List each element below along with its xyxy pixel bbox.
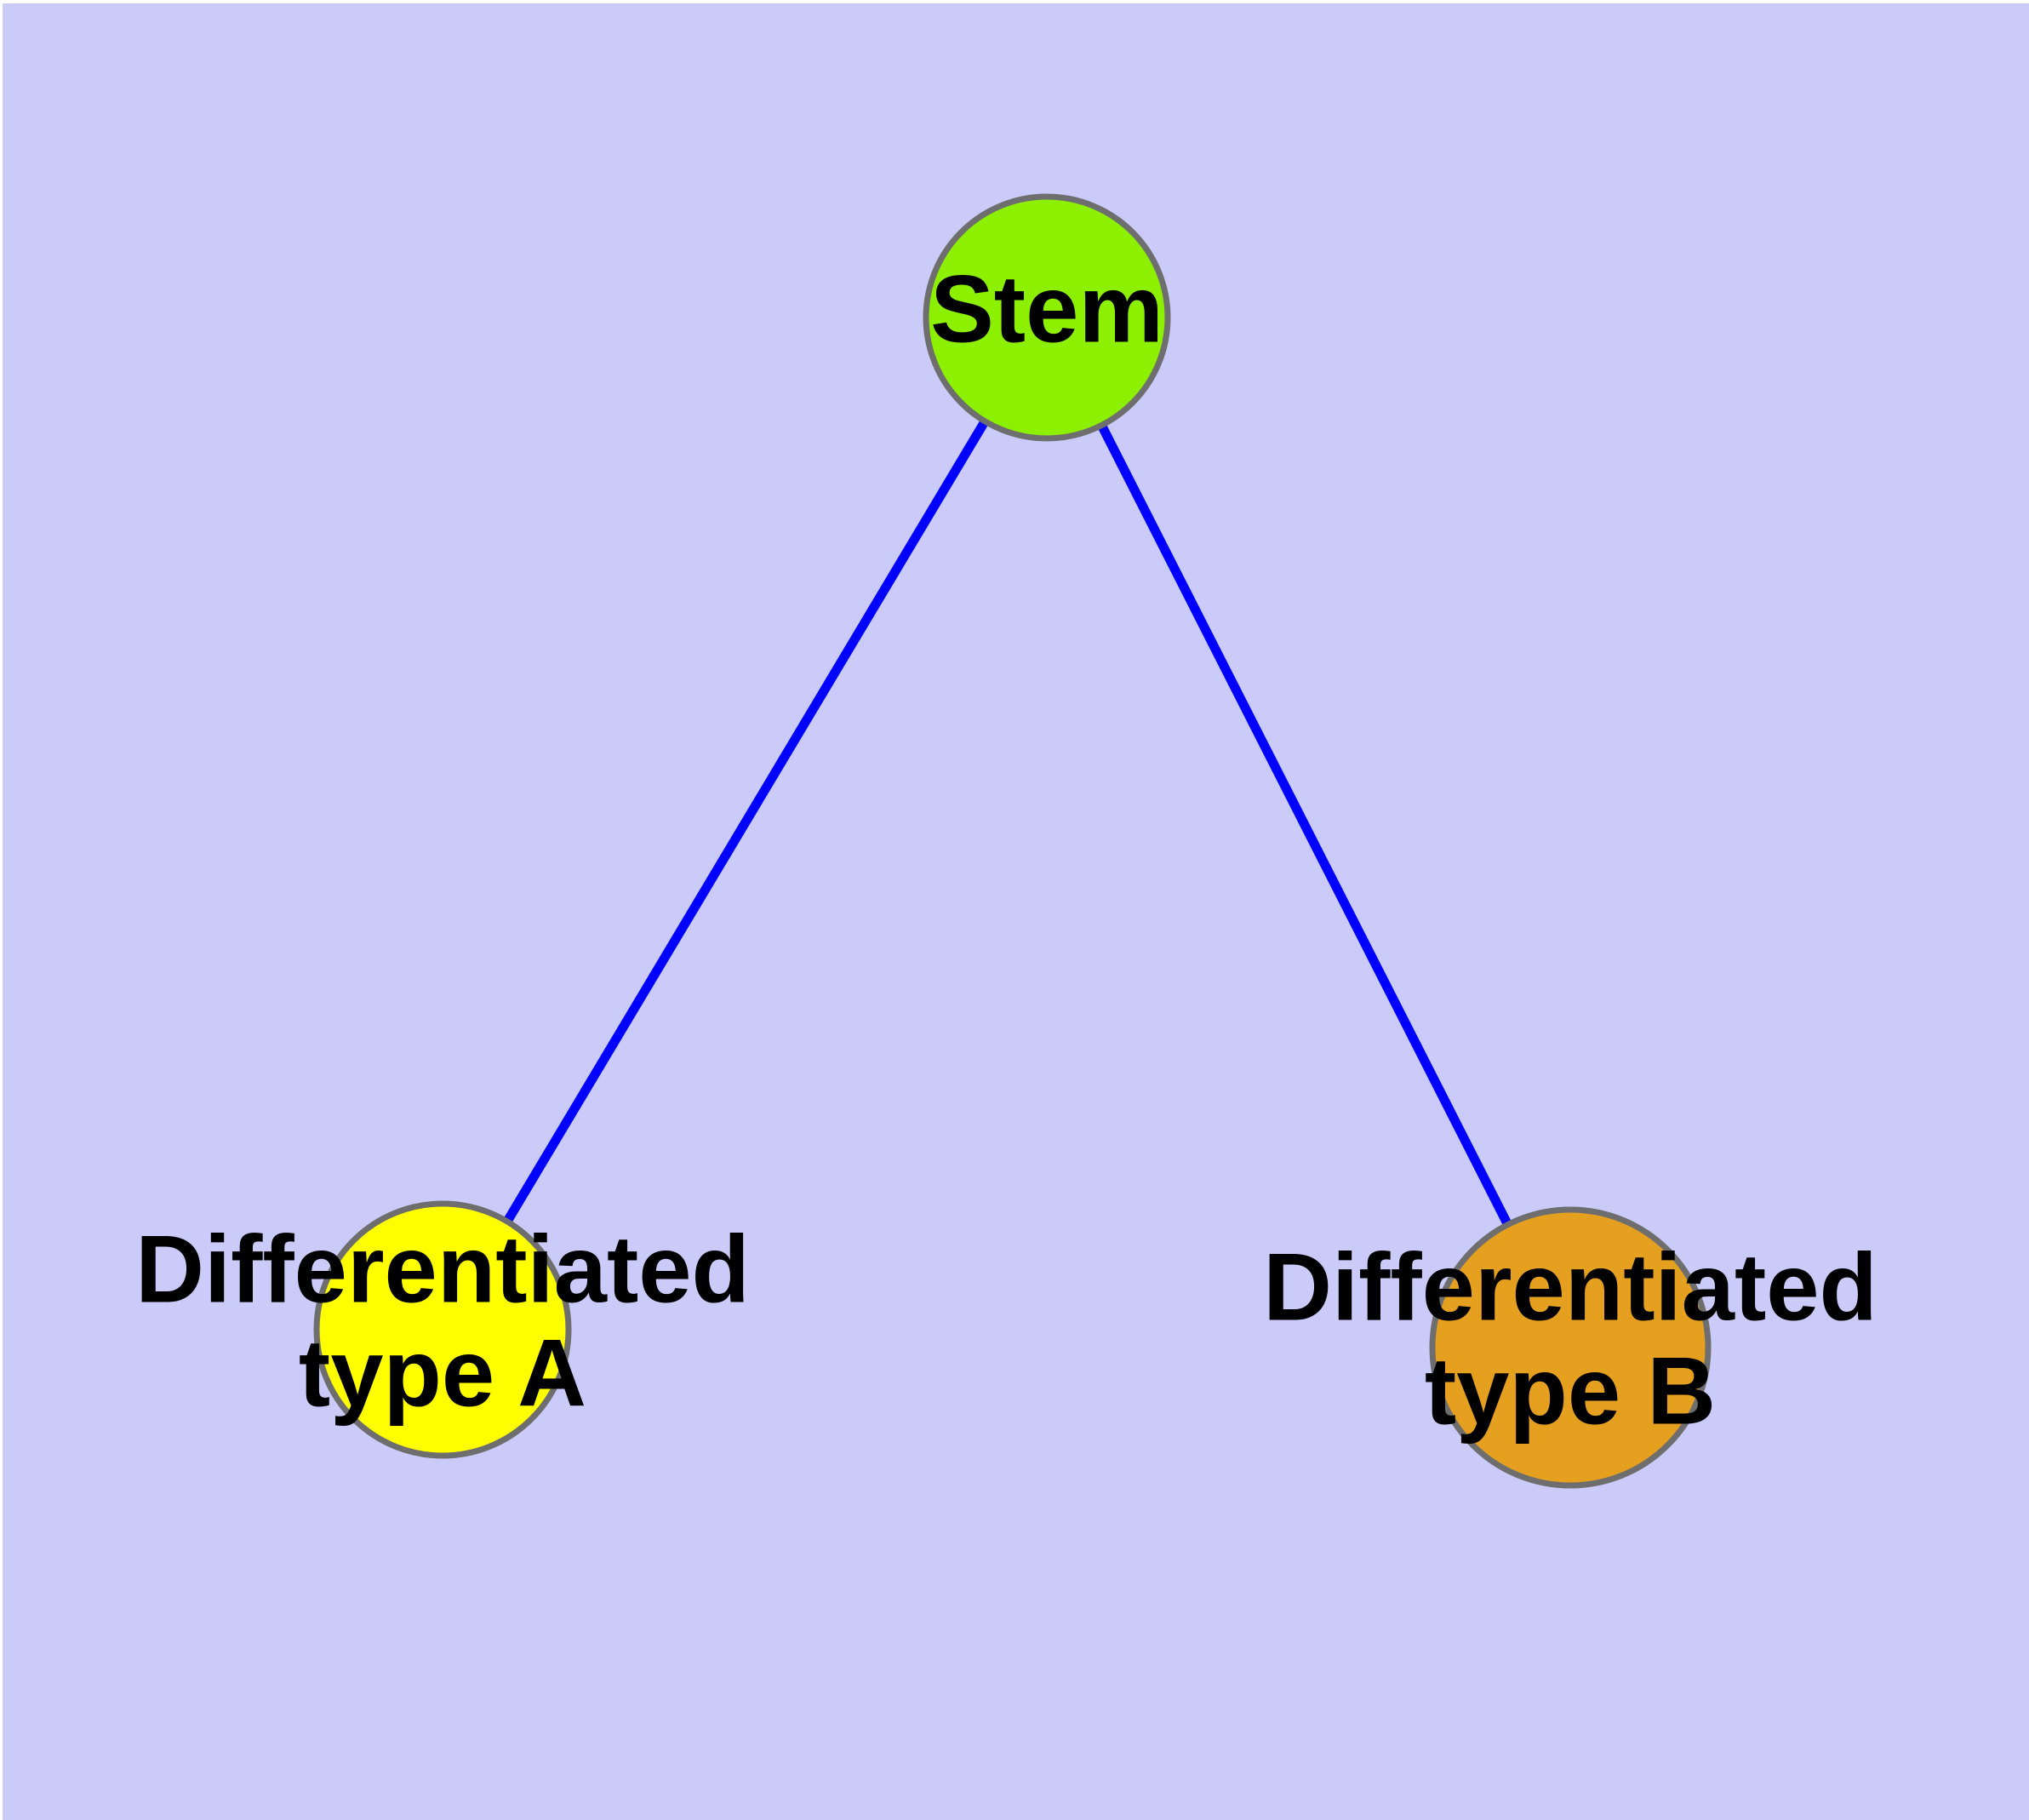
- node-label-line: type B: [1425, 1338, 1716, 1445]
- edge-stem-diff-b[interactable]: [1096, 421, 1513, 1228]
- node-label-stem: Stem: [930, 256, 1163, 363]
- node-label-line: Stem: [930, 256, 1163, 363]
- node-label-line: Differentiated: [135, 1216, 750, 1323]
- node-label-line: Differentiated: [1263, 1234, 1878, 1341]
- node-circle-stem[interactable]: [923, 193, 1171, 442]
- edges-group: [502, 417, 1513, 1228]
- nodes-group: [313, 193, 1712, 1489]
- node-circle-diff_b[interactable]: [1429, 1206, 1712, 1489]
- node-circle-diff_a[interactable]: [313, 1200, 572, 1459]
- node-label-line: type A: [299, 1320, 586, 1427]
- edge-stem-diff-a[interactable]: [502, 417, 990, 1226]
